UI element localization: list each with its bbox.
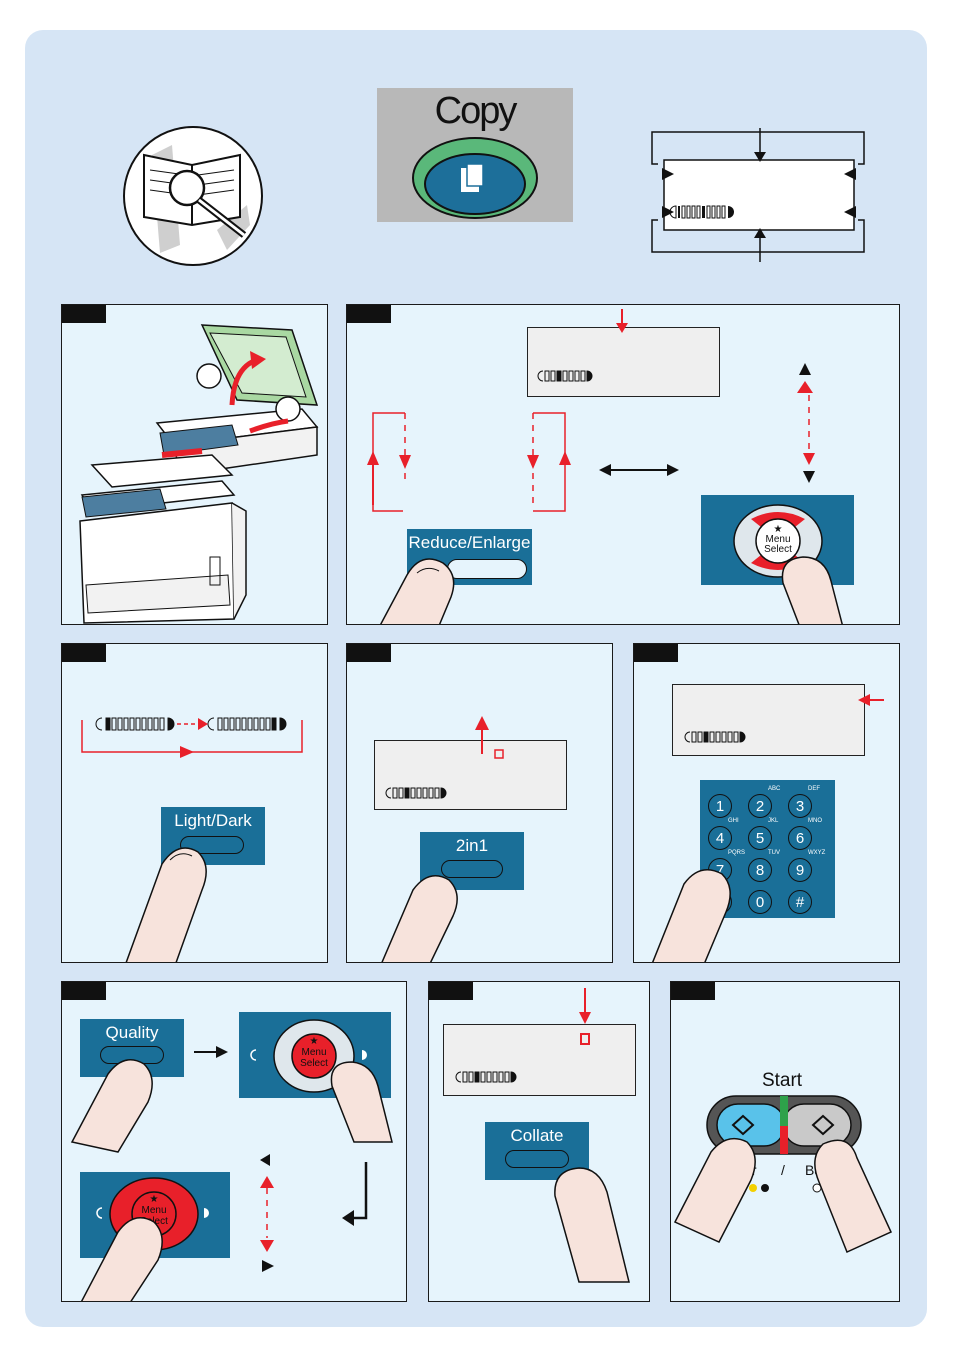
light-dark-button[interactable] — [180, 836, 244, 854]
collate-label: Collate — [485, 1122, 589, 1146]
bw-label: B& — [805, 1162, 824, 1178]
keypad-key-letters: WXYZ — [808, 850, 825, 856]
select-label: Select — [300, 1058, 328, 1069]
keypad-key[interactable]: 0 — [748, 890, 772, 914]
two-in-one-label: 2in1 — [420, 832, 524, 856]
menu-select-button-3[interactable]: ★ Menu Select — [132, 1194, 176, 1234]
select-label: Select — [140, 1216, 168, 1227]
two-in-one-button[interactable] — [441, 860, 503, 878]
menu-label: Menu — [301, 1047, 326, 1058]
menu-select-button[interactable]: ★ Menu Select — [759, 525, 797, 559]
step-8-panel: Start lor / B& — [670, 981, 900, 1302]
step-2-panel: Reduce/Enlarge ★ Menu Select — [346, 304, 900, 625]
collate-button[interactable] — [505, 1150, 569, 1168]
keypad-key-letters: TUV — [768, 850, 780, 856]
bw-start-button[interactable] — [783, 1104, 851, 1146]
star-icon: ★ — [150, 1194, 159, 1205]
separator-label: / — [781, 1162, 785, 1178]
step-6-panel: Quality ★ Menu Select ★ Menu Select — [61, 981, 407, 1302]
manual-icon — [122, 125, 264, 267]
reduce-enlarge-label: Reduce/Enlarge — [407, 529, 532, 553]
keypad-key-letters: DEF — [808, 786, 820, 792]
keypad-key[interactable]: # — [788, 890, 812, 914]
keypad-key-letters: ABC — [768, 786, 780, 792]
step-4-panel: 2in1 — [346, 643, 613, 963]
keypad-key[interactable]: 3 — [788, 794, 812, 818]
light-dark-label: Light/Dark — [161, 807, 265, 831]
reduce-enlarge-button[interactable] — [447, 559, 527, 579]
copy-button[interactable] — [425, 154, 525, 214]
keypad-key-letters: PQRS — [728, 850, 745, 856]
step-7-panel: Collate — [428, 981, 650, 1302]
star-icon: ★ — [310, 1036, 319, 1047]
keypad-key[interactable]: 2 — [748, 794, 772, 818]
keypad-key[interactable]: 6 — [788, 826, 812, 850]
color-label: lor — [741, 1162, 757, 1178]
menu-label: Menu — [141, 1205, 166, 1216]
keypad-key[interactable]: * — [708, 890, 732, 914]
keypad-key-letters: JKL — [768, 818, 778, 824]
step-3-panel: Light/Dark — [61, 643, 328, 963]
keypad-key[interactable]: 1 — [708, 794, 732, 818]
keypad-key[interactable]: 8 — [748, 858, 772, 882]
keypad-key[interactable]: 7 — [708, 858, 732, 882]
color-start-button[interactable] — [717, 1104, 785, 1146]
keypad-key[interactable]: 5 — [748, 826, 772, 850]
select-label: Select — [764, 544, 792, 555]
keypad-key-letters: GHI — [728, 818, 739, 824]
step-1-panel — [61, 304, 328, 625]
copy-key-panel: Copy — [377, 88, 573, 222]
keypad-key[interactable]: 9 — [788, 858, 812, 882]
display-icon — [648, 128, 870, 262]
menu-select-button-2[interactable]: ★ Menu Select — [292, 1036, 336, 1076]
keypad-key[interactable]: 4 — [708, 826, 732, 850]
keypad-key-letters: MNO — [808, 818, 822, 824]
